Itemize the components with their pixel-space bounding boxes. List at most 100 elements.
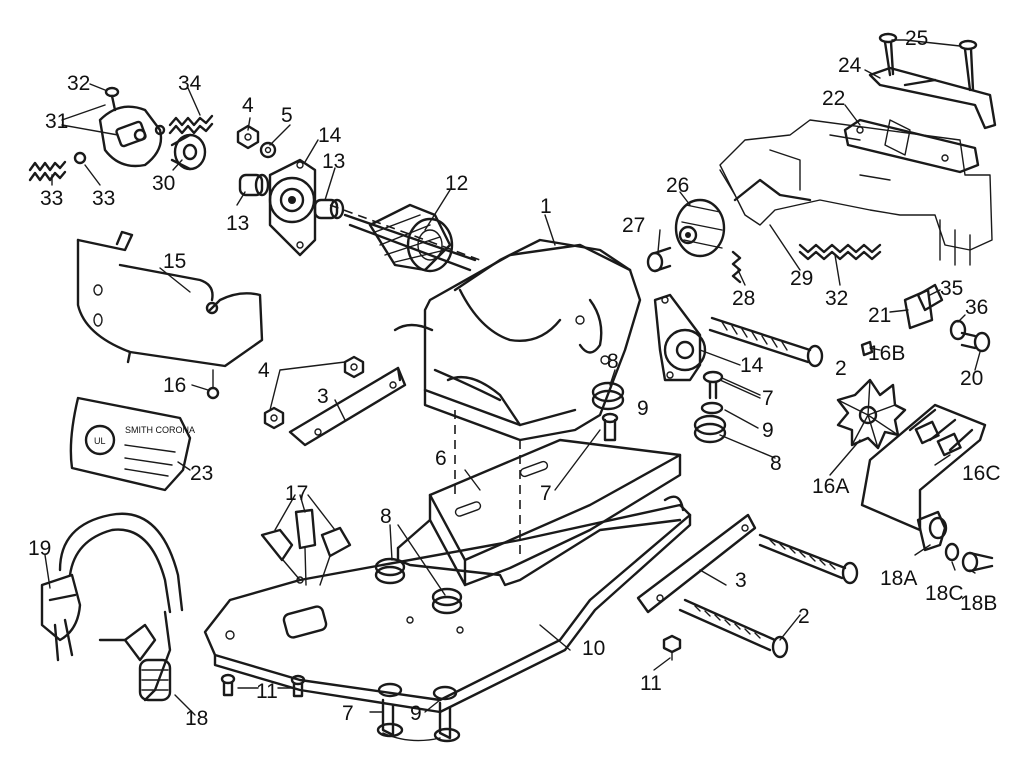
label-4-top: 4 (242, 94, 254, 117)
washer-18c (944, 542, 960, 562)
fan-shroud (860, 403, 987, 532)
label-18a: 18A (880, 567, 917, 590)
label-18c: 18C (925, 582, 964, 605)
label-29: 32 (825, 287, 848, 310)
star-washer-5 (259, 141, 277, 159)
label-31: 31 (45, 110, 68, 133)
screw-11-right (662, 634, 682, 661)
screw-7-mid (601, 412, 619, 442)
long-screw-2-lower (678, 598, 789, 659)
label-3-upper: 3 (317, 385, 329, 408)
typewriter-frame (719, 119, 993, 266)
label-24: 26 (666, 174, 689, 197)
label-8-right: 8 (770, 452, 782, 475)
armature (329, 203, 481, 273)
label-30: 30 (152, 172, 175, 195)
label-18: 18 (185, 707, 208, 730)
screws-23 (878, 32, 978, 92)
wire-nuts (260, 508, 352, 586)
label-35: 20 (960, 367, 983, 390)
label-33-left: 33 (40, 187, 63, 210)
screw-16b (860, 340, 874, 357)
label-8-lower: 8 (380, 505, 392, 528)
knob-24 (674, 198, 726, 258)
strain-relief-18 (98, 623, 172, 702)
grommet-8-top (591, 381, 625, 411)
long-screw-2-top (708, 316, 824, 368)
plate-22 (868, 66, 997, 130)
label-36: 36 (965, 296, 988, 319)
screw-25 (646, 246, 672, 273)
strap-3-upper (288, 366, 407, 447)
label-9-top: 9 (637, 397, 649, 420)
label-8-top: 8 (607, 350, 619, 373)
grommet-8-right (693, 414, 727, 444)
label-34: 35 (940, 277, 963, 300)
screw-32-lower (73, 151, 87, 165)
label-3-lower: 3 (735, 569, 747, 592)
label-14-right: 14 (740, 354, 764, 377)
label-21: 22 (822, 87, 845, 110)
motor-cover (76, 230, 264, 368)
strap-3-lower (636, 513, 757, 614)
screw-18b (961, 551, 994, 573)
motor-field-housing (393, 238, 642, 560)
label-20: 23 (190, 462, 213, 485)
label-32-lower: 33 (92, 187, 115, 210)
brush-holder (98, 105, 166, 168)
label-11-left: 11 (256, 680, 278, 703)
nut-4-left (263, 406, 285, 430)
washer-9-bottom-a (377, 682, 403, 698)
label-13-left: 13 (226, 212, 249, 235)
label-11-right: 11 (640, 672, 662, 695)
grommet-8-lower-a (374, 557, 406, 585)
washer-9-right (700, 401, 724, 415)
screw-11-left-a (220, 673, 236, 697)
label-14-top: 14 (318, 124, 342, 147)
nameplate-brand: SMITH CORONA (125, 425, 195, 435)
label-2-lower: 2 (798, 605, 810, 628)
label-4-mid: 4 (258, 359, 270, 382)
spring-26 (731, 250, 742, 284)
label-32-top: 32 (67, 72, 90, 95)
clamp-34 (916, 283, 944, 312)
washer-9-bottom-b (432, 685, 458, 701)
nameplate-logo: UL (94, 436, 106, 446)
label-6: 6 (435, 447, 447, 470)
label-17: 17 (285, 482, 308, 505)
spring-29 (798, 243, 882, 261)
screw-7-bottom-b (433, 701, 461, 743)
bearing-bracket-rear (653, 293, 707, 382)
label-33-right: 34 (178, 72, 202, 95)
label-1: 1 (540, 195, 552, 218)
label-13-top: 13 (322, 150, 345, 173)
line-cord (58, 512, 184, 702)
label-28: 21 (868, 304, 891, 327)
plug-19 (40, 573, 82, 662)
screw-35 (960, 331, 991, 353)
pinion-gear (170, 133, 207, 171)
part-labels: 32 31 34 33 33 30 4 5 14 13 13 12 1 15 1… (28, 27, 1001, 730)
label-26: 28 (732, 287, 755, 310)
screw-11-left-b (290, 674, 306, 698)
leader-lines (44, 39, 981, 716)
nut-4-right (343, 355, 365, 379)
label-23: 25 (905, 27, 928, 50)
base-plate (203, 495, 692, 714)
label-16c: 16C (962, 462, 1001, 485)
label-27: 29 (790, 267, 813, 290)
bearing-bracket-front (268, 158, 317, 257)
long-screw-2-upper (758, 533, 859, 585)
bearing-sleeve-left (238, 173, 270, 197)
label-5: 5 (281, 104, 293, 127)
label-16b: 16B (868, 342, 905, 365)
brush-spring-right (168, 114, 214, 135)
bracket-21 (843, 118, 980, 174)
label-19: 19 (28, 537, 51, 560)
screw-7-right (702, 370, 724, 400)
screw-32-top (104, 86, 120, 112)
label-25: 27 (622, 214, 645, 237)
label-16a: 16A (812, 475, 849, 498)
label-10: 10 (582, 637, 605, 660)
